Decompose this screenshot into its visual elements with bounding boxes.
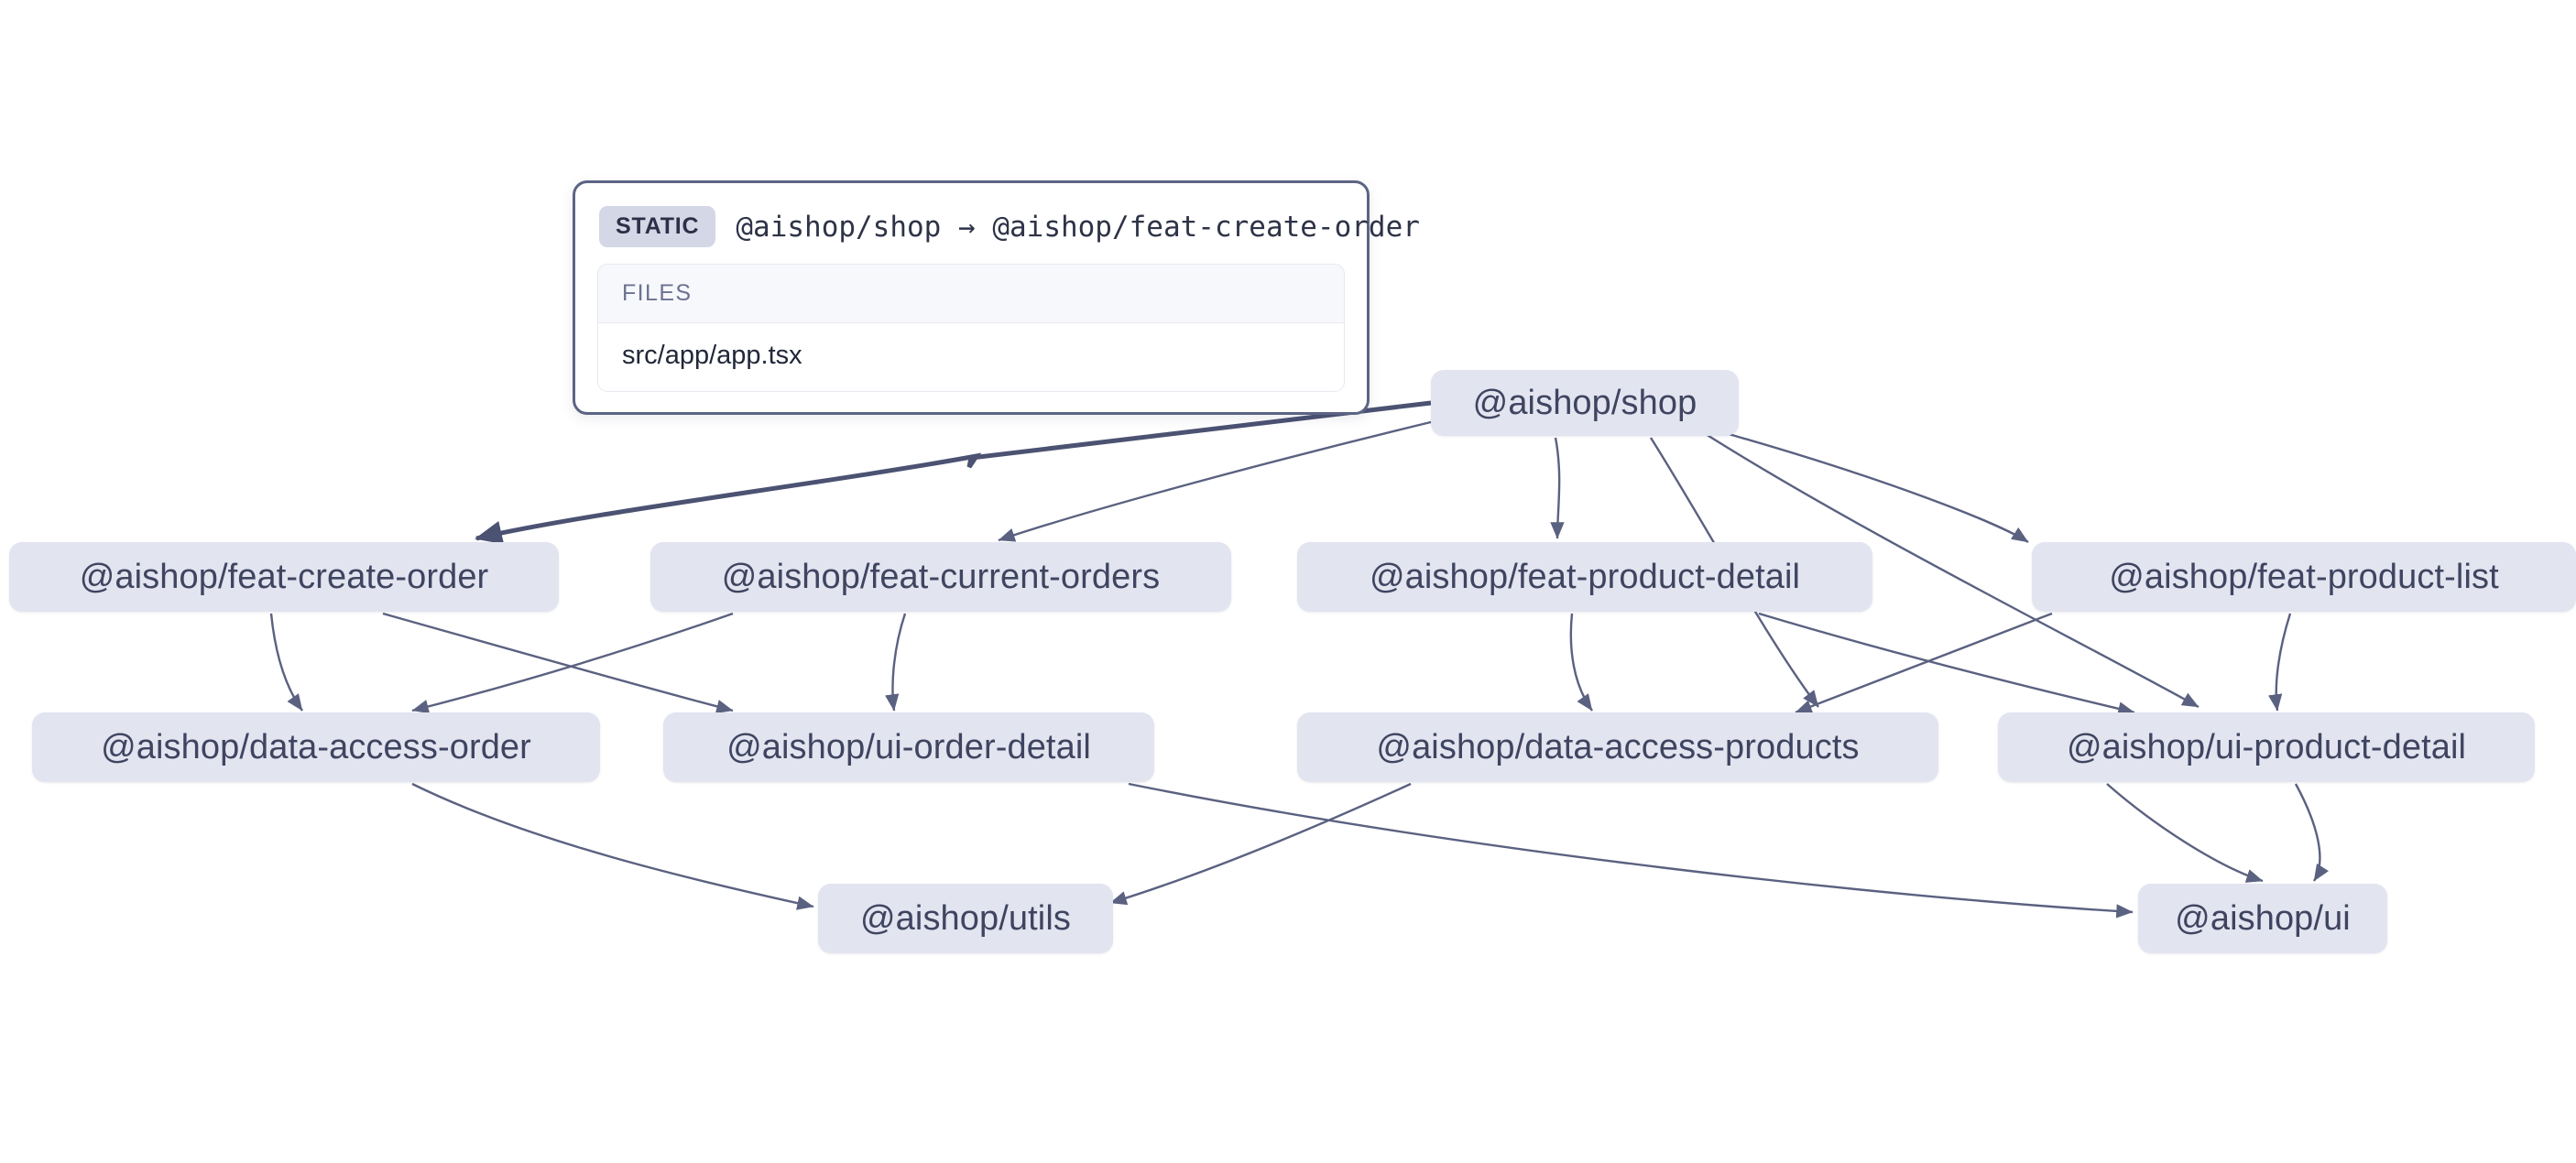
graph-node-feat-product-list[interactable]: @aishop/feat-product-list: [2032, 542, 2576, 612]
graph-node-ui-product-detail[interactable]: @aishop/ui-product-detail: [1998, 712, 2535, 782]
edge-detail-tooltip[interactable]: STATIC @aishop/shop → @aishop/feat-creat…: [573, 180, 1420, 415]
edge-feat-create-order-to-data-access-order[interactable]: [269, 613, 303, 712]
static-badge: STATIC: [599, 206, 716, 247]
graph-node-shop[interactable]: @aishop/shop: [1431, 370, 1739, 436]
file-row: src/app/app.tsx: [598, 323, 1344, 391]
edge-data-access-products-to-utils[interactable]: [1109, 782, 1412, 906]
graph-node-ui-order-detail[interactable]: @aishop/ui-order-detail: [663, 712, 1154, 782]
edge-ui-product-detail-to-ui[interactable]: [2106, 783, 2264, 883]
edge-feat-current-orders-to-ui-order-detail[interactable]: [885, 613, 907, 712]
edge-feat-product-detail-to-data-access-products[interactable]: [1569, 613, 1593, 712]
tooltip-title: @aishop/shop → @aishop/feat-create-order: [736, 210, 1420, 244]
files-header-label: FILES: [598, 265, 1344, 323]
edge-feat-current-orders-to-data-access-order[interactable]: [411, 612, 734, 714]
edge-ui-product-detail-to-ui[interactable]: [2294, 783, 2330, 882]
edge-feat-product-list-to-data-access-products[interactable]: [1795, 612, 2053, 714]
graph-node-feat-current-orders[interactable]: @aishop/feat-current-orders: [650, 542, 1231, 612]
files-list: src/app/app.tsx: [598, 323, 1344, 391]
graph-node-ui[interactable]: @aishop/ui: [2138, 884, 2387, 953]
edge-shop-to-feat-current-orders[interactable]: [998, 419, 1435, 542]
graph-node-feat-product-detail[interactable]: @aishop/feat-product-detail: [1297, 542, 1872, 612]
edge-ui-order-detail-to-ui[interactable]: [1128, 782, 2134, 918]
graph-node-utils[interactable]: @aishop/utils: [818, 884, 1113, 953]
edge-feat-product-detail-to-ui-product-detail[interactable]: [1758, 612, 2135, 716]
edge-shop-to-feat-product-detail[interactable]: [1550, 437, 1565, 539]
tooltip-header: STATIC @aishop/shop → @aishop/feat-creat…: [597, 203, 1420, 264]
files-panel: FILES src/app/app.tsx: [597, 264, 1345, 392]
edge-shop-to-feat-create-order[interactable]: [475, 400, 1432, 545]
graph-node-feat-create-order[interactable]: @aishop/feat-create-order: [9, 542, 559, 612]
edge-shop-to-ui-product-detail[interactable]: [1705, 432, 2199, 709]
edge-feat-product-list-to-ui-product-detail[interactable]: [2268, 613, 2292, 712]
graph-node-data-access-order[interactable]: @aishop/data-access-order: [32, 712, 600, 782]
edge-shop-to-feat-product-list[interactable]: [1721, 430, 2029, 544]
graph-node-data-access-products[interactable]: @aishop/data-access-products: [1297, 712, 1938, 782]
edge-feat-create-order-to-ui-order-detail[interactable]: [382, 612, 734, 713]
edge-data-access-order-to-utils[interactable]: [411, 782, 814, 910]
